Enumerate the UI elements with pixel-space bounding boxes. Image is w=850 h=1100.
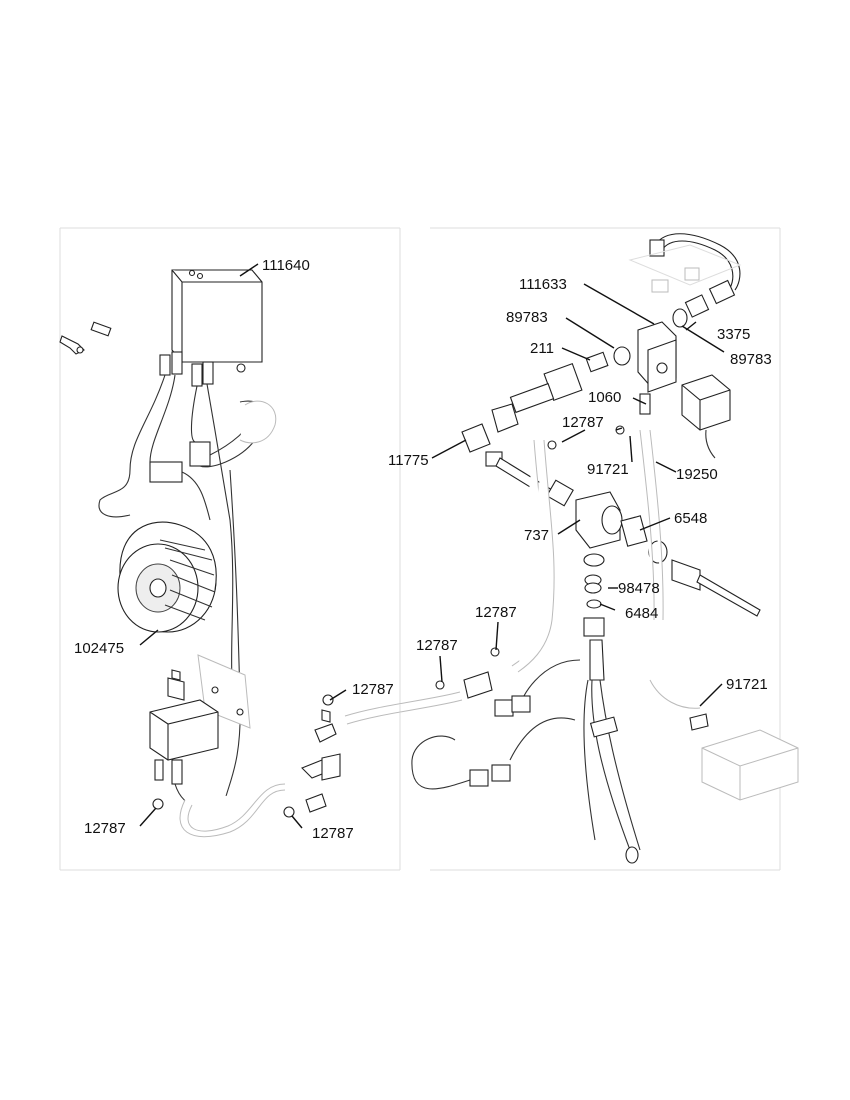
part-label: 102475 [74,640,124,657]
hose-left [179,400,286,838]
part-label: 19250 [676,466,718,483]
pipe-assembly-top [628,233,742,318]
part-label: 12787 [84,820,126,837]
part-label: 12787 [475,604,517,621]
seal-parts [583,553,605,637]
part-label: 6548 [674,510,707,527]
part-label: 6484 [625,605,658,622]
leader-lines [139,263,725,829]
coil-part [681,374,731,459]
temperature-probe-part [411,639,641,864]
part-label: 12787 [352,681,394,698]
part-label: 737 [524,527,549,544]
part-label: 3375 [717,326,750,343]
drip-tray-part [435,425,799,801]
part-label: 91721 [587,461,629,478]
part-label: 111633 [519,276,567,293]
part-label: 89783 [730,351,772,368]
solenoid-valve-part [613,308,688,393]
part-label: 12787 [312,825,354,842]
part-label: 98478 [618,580,660,597]
part-label: 211 [530,340,554,357]
part-label: 111640 [262,257,310,274]
part-label: 1060 [588,389,621,406]
control-box-part [171,269,263,373]
fuse-parts [59,321,112,355]
part-label: 89783 [506,309,548,326]
part-label: 11775 [388,452,429,469]
motor-part [117,521,217,633]
hose-right [344,429,701,725]
part-label: 91721 [726,676,768,693]
tee-fitting-part [575,491,761,617]
fittings-middle [152,694,341,818]
pump-part [149,699,219,809]
part-label: 12787 [562,414,604,431]
part-label: 12787 [416,637,458,654]
fittings-right [461,351,651,507]
part-labels: 111640 102475 12787 12787 12787 12787 12… [74,257,772,842]
